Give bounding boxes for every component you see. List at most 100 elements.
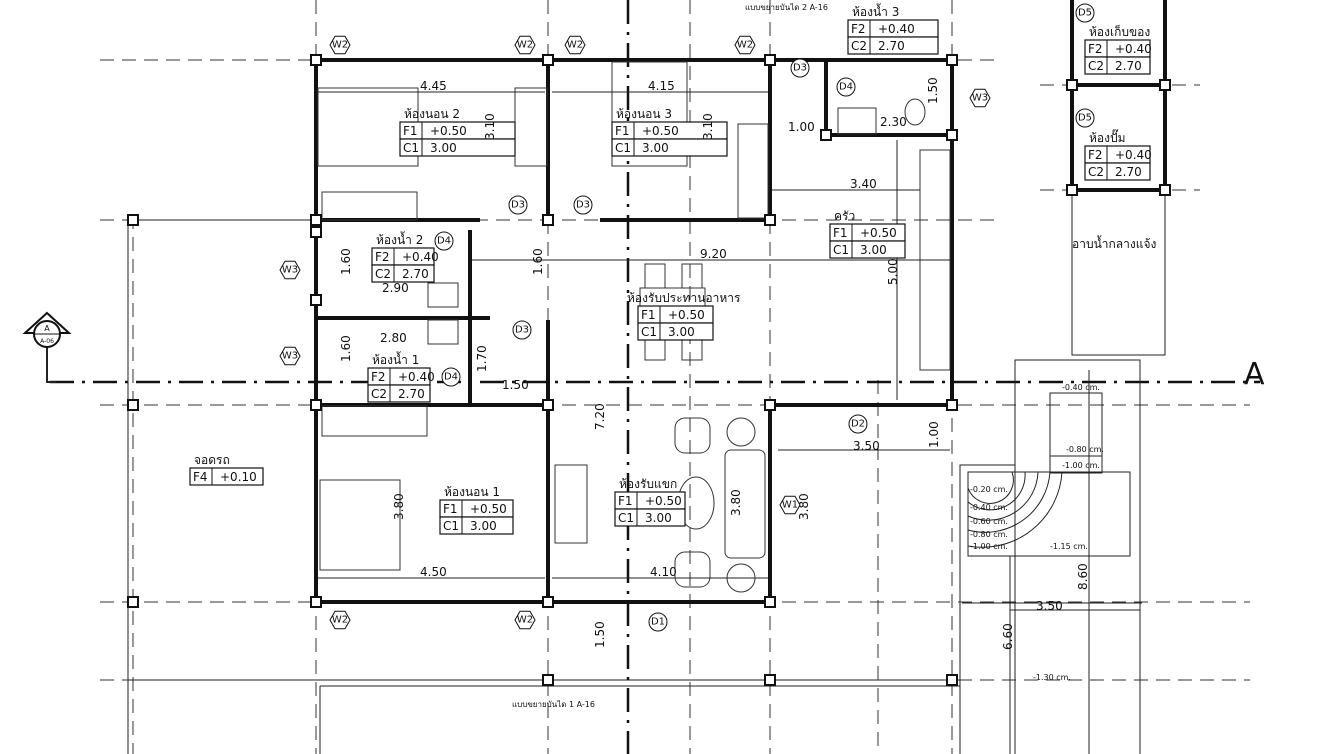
dimension-text: 1.70 — [475, 345, 489, 372]
door-label: D5 — [1078, 113, 1092, 124]
bed-bedroom-1 — [319, 479, 401, 571]
lamp — [726, 417, 756, 447]
door-mark: D4 — [441, 367, 461, 387]
column — [542, 54, 554, 66]
tag-code: C1 — [641, 325, 657, 339]
tag-cell-box — [614, 508, 686, 527]
tag-code: F1 — [833, 226, 848, 240]
window-label: W2 — [737, 40, 753, 51]
tag-code: C2 — [371, 387, 387, 401]
window-label: W2 — [517, 615, 533, 626]
tag-code: C1 — [833, 243, 849, 257]
column — [764, 214, 776, 226]
tag-code: F1 — [403, 124, 418, 138]
room-name: ห้องนอน 3 — [616, 107, 672, 121]
tag-value: +0.40 — [398, 370, 435, 384]
window-label: W3 — [972, 93, 988, 104]
room-name: ห้องปั๊ม — [1089, 129, 1126, 145]
tag-value: 3.00 — [668, 325, 695, 339]
column — [127, 596, 139, 608]
tag-value: +0.40 — [402, 250, 439, 264]
dimension-text: 2.30 — [880, 115, 907, 129]
stair-detail-1-ref[interactable]: แบบขยายบันได 1 A-16 — [512, 700, 595, 709]
column — [946, 674, 958, 686]
column — [1066, 184, 1078, 196]
window-mark: W3 — [279, 260, 301, 280]
tag-value: +0.50 — [642, 124, 679, 138]
dimension-text: 9.20 — [700, 247, 727, 261]
sink — [427, 282, 459, 308]
tag-code: C2 — [1088, 165, 1104, 179]
level-text: -0.40 cm. — [970, 503, 1008, 512]
tag-value: +0.10 — [220, 470, 257, 484]
door-label: D3 — [576, 200, 590, 211]
door-label: D4 — [444, 372, 458, 383]
armchair — [674, 551, 711, 588]
level-text: -0.60 cm. — [970, 517, 1008, 526]
section-marker-a[interactable]: A A-06 — [22, 311, 72, 383]
tag-value: 2.70 — [1115, 165, 1142, 179]
door-mark: D4 — [836, 77, 856, 97]
window-mark: W2 — [329, 610, 351, 630]
door-label: D5 — [1078, 8, 1092, 19]
window-mark: W2 — [514, 610, 536, 630]
tag-cell-box — [829, 240, 906, 259]
tag-value: 3.00 — [430, 141, 457, 155]
tag-code: F2 — [1088, 148, 1103, 162]
door-label: D4 — [839, 82, 853, 93]
level-text: -0.20 cm. — [970, 485, 1008, 494]
window-label: W2 — [567, 40, 583, 51]
column — [1159, 184, 1171, 196]
door-mark: D5 — [1075, 3, 1095, 23]
dimension-text: 4.10 — [650, 565, 677, 579]
window-label: W3 — [282, 265, 298, 276]
section-marker-right[interactable]: A — [1244, 357, 1265, 392]
dimension-text: 7.20 — [593, 403, 607, 430]
wardrobe-bedroom-1 — [321, 405, 428, 437]
door-mark: D3 — [512, 320, 532, 340]
tag-value: +0.50 — [645, 494, 682, 508]
level-text: -0.80 cm. — [970, 530, 1008, 539]
tag-cell-box — [371, 264, 435, 283]
stair-detail-2-ref[interactable]: แบบขยายบันได 2 A-16 — [745, 3, 828, 12]
window-mark: W2 — [514, 35, 536, 55]
dimension-text: 3.80 — [797, 493, 811, 520]
tag-value: 3.00 — [470, 519, 497, 533]
tag-code: C2 — [851, 39, 867, 53]
tag-code: F1 — [615, 124, 630, 138]
dimension-text: 6.60 — [1001, 623, 1015, 650]
tag-value: +0.40 — [1115, 42, 1152, 56]
dimension-text: 3.80 — [392, 493, 406, 520]
window-label: W2 — [517, 40, 533, 51]
tag-code: F2 — [371, 370, 386, 384]
room-name: ห้องน้ำ 2 — [376, 231, 423, 247]
tag-code: C1 — [443, 519, 459, 533]
tag-code: F2 — [1088, 42, 1103, 56]
tag-value: +0.50 — [430, 124, 467, 138]
column — [310, 54, 322, 66]
column — [764, 54, 776, 66]
dimension-text: 5.00 — [886, 258, 900, 285]
door-label: D3 — [515, 325, 529, 336]
tag-value: 3.00 — [860, 243, 887, 257]
column — [542, 674, 554, 686]
door-label: D1 — [651, 617, 665, 628]
window-label: W1 — [782, 500, 798, 511]
column — [310, 399, 322, 411]
room-name: ห้องรับประทานอาหาร — [627, 291, 741, 305]
room-name: ห้องน้ำ 3 — [852, 3, 899, 19]
tag-code: C2 — [1088, 59, 1104, 73]
room-name: ห้องเก็บของ — [1089, 24, 1150, 39]
tag-code: F1 — [618, 494, 633, 508]
door-label: D3 — [793, 63, 807, 74]
door-mark: D3 — [790, 58, 810, 78]
tag-value: +0.50 — [860, 226, 897, 240]
level-labels: -0.40 cm. -0.80 cm. -1.00 cm. -0.20 cm. … — [970, 383, 1104, 682]
